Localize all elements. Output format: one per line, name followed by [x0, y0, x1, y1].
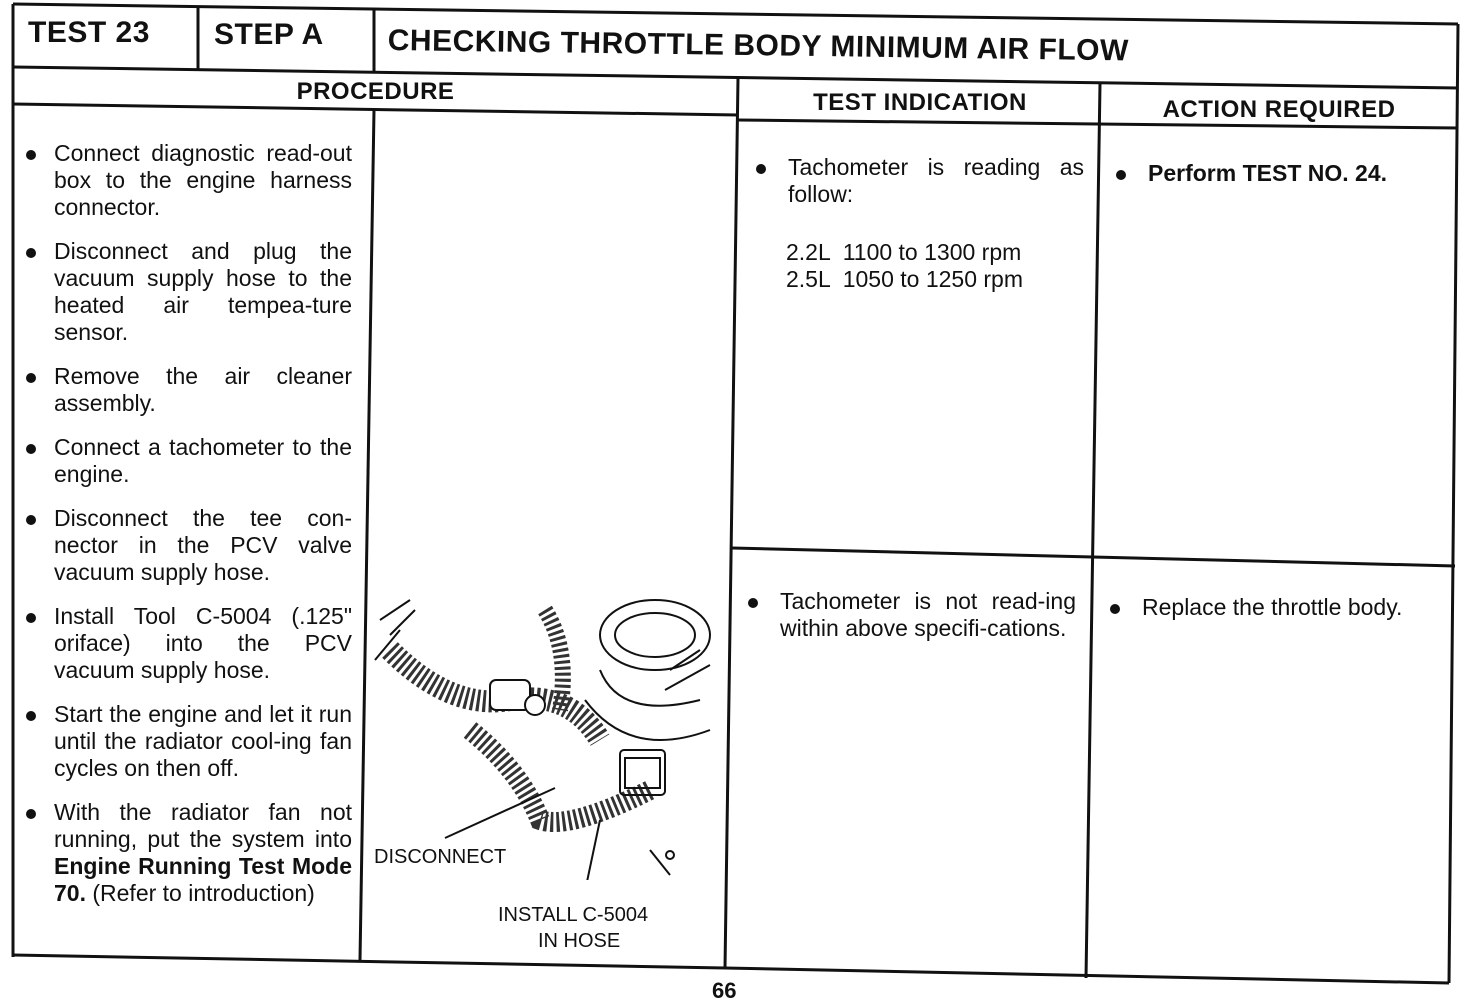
- procedure-step: Connect diagnostic read-out box to the e…: [22, 140, 352, 221]
- engine-illustration: [374, 599, 711, 880]
- indication-row-1: Tachometer is reading as follow:: [742, 154, 1084, 225]
- test-number: TEST 23: [28, 16, 150, 49]
- procedure-step: Connect a tachometer to the engine.: [22, 434, 352, 488]
- indication-item: Tachometer is reading as follow:: [742, 154, 1084, 208]
- indication-row-2: Tachometer is not read-ing within above …: [734, 588, 1076, 659]
- step-label: STEP A: [214, 18, 324, 51]
- action-required-header: ACTION REQUIRED: [1162, 96, 1396, 123]
- disconnect-label: DISCONNECT: [374, 846, 507, 868]
- procedure-step: Disconnect and plug the vacuum supply ho…: [22, 238, 352, 346]
- procedure-step: Remove the air cleaner assembly.: [22, 363, 352, 417]
- page-number: 66: [712, 978, 737, 1003]
- action-item: Replace the throttle body.: [1096, 594, 1456, 621]
- action-row-2: Replace the throttle body.: [1096, 594, 1456, 638]
- procedure-step: Start the engine and let it run until th…: [22, 701, 352, 782]
- install-label-line2: IN HOSE: [538, 930, 621, 952]
- spec-line: 2.2L 1100 to 1300 rpm: [786, 239, 1022, 265]
- action-row-1: Perform TEST NO. 24.: [1102, 160, 1452, 204]
- test-indication-header: TEST INDICATION: [813, 89, 1027, 116]
- indication-item: Tachometer is not read-ing within above …: [734, 588, 1076, 642]
- install-label-line1: INSTALL C-5004: [498, 904, 649, 926]
- procedure-list: Connect diagnostic read-out box to the e…: [22, 140, 352, 924]
- action-item: Perform TEST NO. 24.: [1102, 160, 1452, 187]
- procedure-step: With the radiator fan not running, put t…: [22, 799, 352, 907]
- procedure-step: Install Tool C-5004 (.125" oriface) into…: [22, 603, 352, 684]
- spec-line: 2.5L 1050 to 1250 rpm: [786, 266, 1023, 292]
- procedure-step: Disconnect the tee con-nector in the PCV…: [22, 505, 352, 586]
- procedure-header: PROCEDURE: [296, 78, 455, 105]
